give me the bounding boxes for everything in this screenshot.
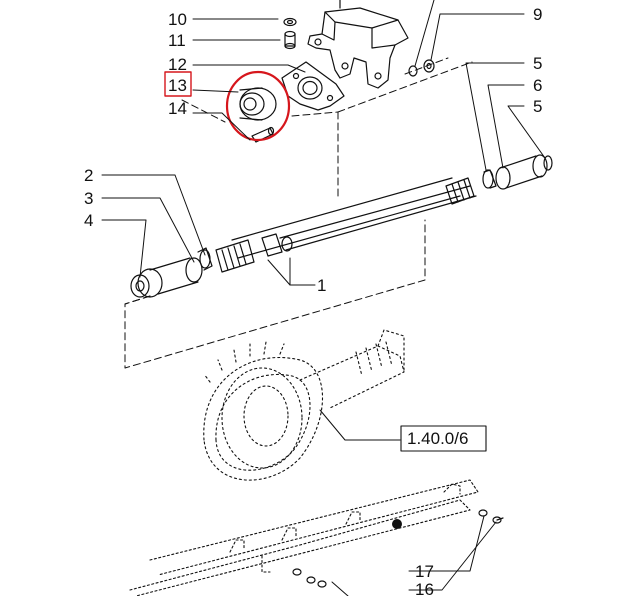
callout-4: 4 [84,211,93,230]
reference-box-label: 1.40.0/6 [407,429,468,448]
callout-11: 11 [168,31,186,50]
part-12-flange [281,61,345,111]
lower-rail-assembly [129,479,479,596]
bevel-gear-assembly [203,329,405,481]
callout-6: 6 [533,76,542,95]
rail-marker-dot [392,519,402,529]
assembly-guides-top [181,57,473,201]
highlight-circle [225,70,291,142]
part-13-bushing [239,87,277,121]
callout-5-lower: 5 [533,97,542,116]
parts-16-17-screws [292,509,504,588]
callout-3: 3 [84,189,93,208]
part-11-screw [284,30,296,50]
parts-5-6-right [482,154,553,190]
callout-labels: 10 11 12 13 14 2 3 4 1 9 5 6 5 1.40.0/6 … [84,5,542,596]
callout-2: 2 [84,166,93,185]
leader-lines [101,0,546,596]
callout-12: 12 [168,55,187,74]
bracket-assembly [307,0,409,89]
callout-9: 9 [533,5,542,24]
callout-13-box [164,71,192,97]
part-1-shaft [215,177,477,273]
callout-16: 16 [415,580,434,596]
parts-2-3-4-left [130,247,213,298]
callout-13: 13 [168,76,187,95]
part-10-washer [283,17,297,27]
callout-1: 1 [317,276,326,295]
callout-14: 14 [168,99,187,118]
assembly-guides-middle [124,219,426,369]
callout-5-upper: 5 [533,54,542,73]
callout-17: 17 [415,562,434,581]
reference-box [400,425,487,452]
callout-10: 10 [168,10,187,29]
